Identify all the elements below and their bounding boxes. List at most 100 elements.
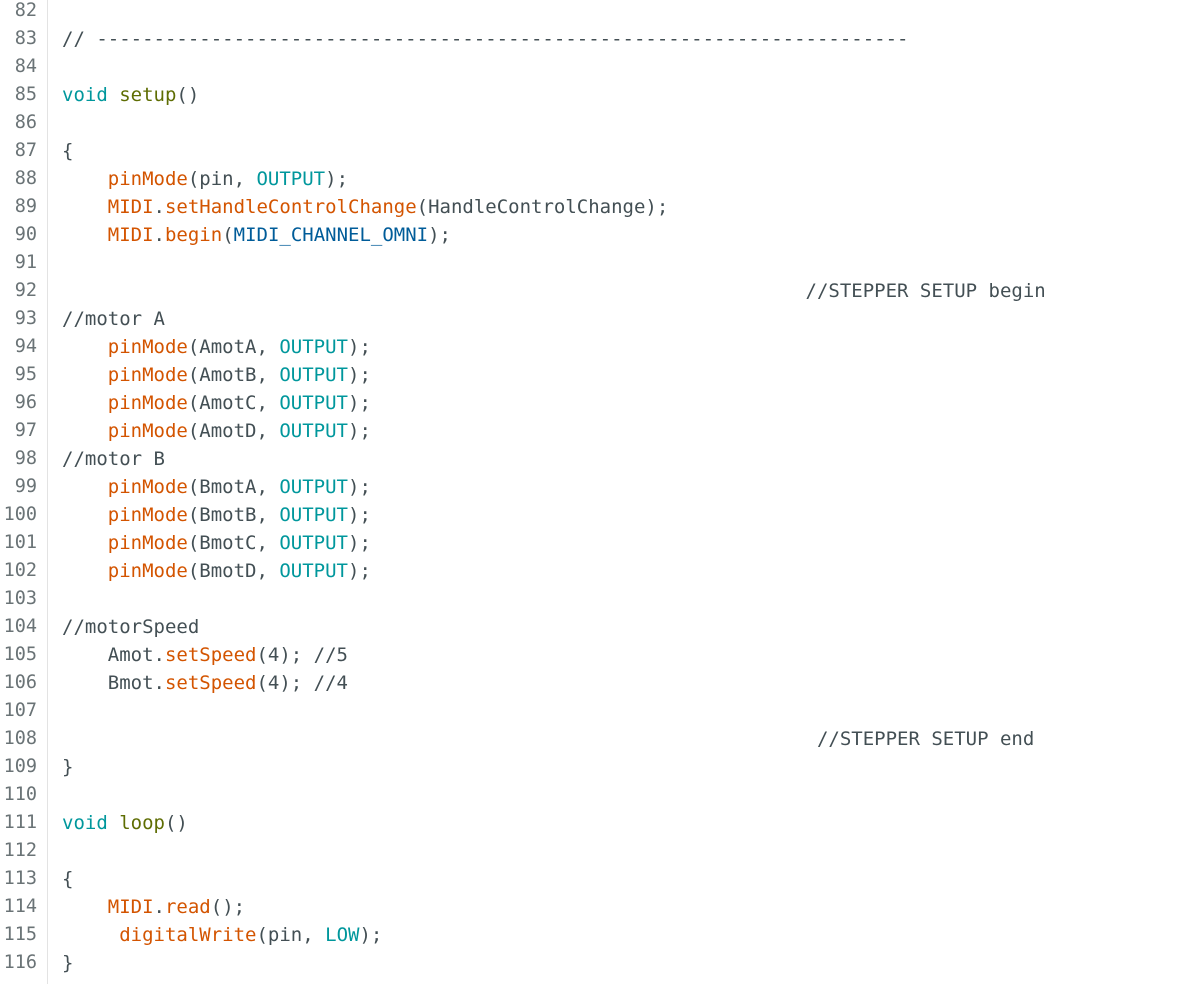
code-line[interactable]: 102 pinMode(BmotD, OUTPUT); [0, 557, 1202, 585]
code-token-plain: (); [210, 896, 246, 918]
line-code[interactable]: pinMode(BmotC, OUTPUT); [62, 529, 371, 557]
line-number: 96 [14, 392, 37, 413]
code-token-constant: OUTPUT [256, 168, 326, 190]
line-code[interactable]: Amot.setSpeed(4); //5 [62, 641, 348, 669]
line-number: 84 [14, 56, 37, 77]
code-token-plain: (HandleControlChange); [416, 196, 669, 218]
code-line[interactable]: 84 [0, 53, 1202, 81]
line-code[interactable]: pinMode(BmotB, OUTPUT); [62, 501, 371, 529]
code-token-plain [62, 504, 108, 526]
code-line[interactable]: 114 MIDI.read(); [0, 893, 1202, 921]
line-code[interactable]: // -------------------------------------… [62, 25, 908, 53]
code-line[interactable]: 93//motor A [0, 305, 1202, 333]
code-token-method: pinMode [107, 336, 188, 358]
code-token-plain [62, 420, 108, 442]
code-line[interactable]: 90 MIDI.begin(MIDI_CHANNEL_OMNI); [0, 221, 1202, 249]
code-line[interactable]: 89 MIDI.setHandleControlChange(HandleCon… [0, 193, 1202, 221]
line-code[interactable]: //motorSpeed [62, 613, 199, 641]
line-number: 100 [3, 504, 37, 525]
line-code[interactable]: MIDI.read(); [62, 893, 245, 921]
code-token-method: pinMode [107, 364, 188, 386]
code-line[interactable]: 99 pinMode(BmotA, OUTPUT); [0, 473, 1202, 501]
code-line[interactable]: 110 [0, 781, 1202, 809]
code-token-comment: //STEPPER SETUP begin [62, 280, 1046, 302]
code-token-plain: () [176, 84, 200, 106]
code-token-plain: () [164, 812, 188, 834]
code-line[interactable]: 109} [0, 753, 1202, 781]
line-code[interactable]: //STEPPER SETUP begin [62, 277, 1046, 305]
line-code[interactable]: } [62, 949, 73, 977]
code-line[interactable]: 108 //STEPPER SETUP end [0, 725, 1202, 753]
code-token-plain: (pin, [187, 168, 257, 190]
line-code[interactable]: pinMode(BmotA, OUTPUT); [62, 473, 371, 501]
code-line[interactable]: 101 pinMode(BmotC, OUTPUT); [0, 529, 1202, 557]
code-line[interactable]: 96 pinMode(AmotC, OUTPUT); [0, 389, 1202, 417]
code-line[interactable]: 91 [0, 249, 1202, 277]
code-token-plain: Bmot. [62, 672, 165, 694]
code-line[interactable]: 83// -----------------------------------… [0, 25, 1202, 53]
code-line[interactable]: 98 //motor B [0, 445, 1202, 473]
code-line[interactable]: 86 [0, 109, 1202, 137]
code-token-comment: //motor B [62, 448, 165, 470]
code-token-constant: OUTPUT [279, 420, 348, 442]
code-token-plain: ); [348, 392, 371, 414]
code-line[interactable]: 112 [0, 837, 1202, 865]
line-code[interactable]: } [62, 753, 73, 781]
line-code[interactable]: digitalWrite(pin, LOW); [62, 921, 382, 949]
line-code[interactable]: pinMode(AmotB, OUTPUT); [62, 361, 371, 389]
code-line[interactable]: 106 Bmot.setSpeed(4); //4 [0, 669, 1202, 697]
line-number: 98 [14, 448, 37, 469]
code-line[interactable]: 87{ [0, 137, 1202, 165]
line-code[interactable]: pinMode(AmotA, OUTPUT); [62, 333, 371, 361]
code-token-plain: ); [348, 532, 371, 554]
line-code[interactable]: Bmot.setSpeed(4); //4 [62, 669, 348, 697]
code-token-plain: ( [222, 224, 234, 246]
code-line[interactable]: 111 void loop() [0, 809, 1202, 837]
code-token-function: loop [119, 812, 165, 834]
code-token-method: pinMode [107, 560, 188, 582]
code-line[interactable]: 107 [0, 697, 1202, 725]
line-number: 111 [3, 812, 37, 833]
line-code[interactable]: MIDI.begin(MIDI_CHANNEL_OMNI); [62, 221, 451, 249]
code-line[interactable]: 113{ [0, 865, 1202, 893]
line-code[interactable]: //motor A [62, 305, 165, 333]
line-code[interactable]: pinMode(AmotC, OUTPUT); [62, 389, 371, 417]
line-code[interactable]: pinMode(pin, OUTPUT); [62, 165, 348, 193]
line-code[interactable]: { [62, 865, 73, 893]
code-line[interactable]: 92 //STEPPER SETUP begin [0, 277, 1202, 305]
code-token-constant: OUTPUT [279, 336, 348, 358]
code-token-plain: (BmotD, [187, 560, 280, 582]
line-number: 104 [3, 616, 37, 637]
code-token-method: pinMode [107, 168, 188, 190]
code-line[interactable]: 105 Amot.setSpeed(4); //5 [0, 641, 1202, 669]
code-line[interactable]: 115 digitalWrite(pin, LOW); [0, 921, 1202, 949]
code-line[interactable]: 88 pinMode(pin, OUTPUT); [0, 165, 1202, 193]
code-line[interactable]: 97 pinMode(AmotD, OUTPUT); [0, 417, 1202, 445]
line-number: 116 [3, 952, 37, 973]
line-code[interactable]: pinMode(BmotD, OUTPUT); [62, 557, 371, 585]
code-line[interactable]: 116} [0, 949, 1202, 977]
line-code[interactable]: void loop() [62, 809, 188, 837]
code-line[interactable]: 94 pinMode(AmotA, OUTPUT); [0, 333, 1202, 361]
line-number: 90 [14, 224, 37, 245]
line-code[interactable]: { [62, 137, 73, 165]
line-code[interactable]: //motor B [62, 445, 165, 473]
line-code[interactable]: MIDI.setHandleControlChange(HandleContro… [62, 193, 669, 221]
code-line[interactable]: 95 pinMode(AmotB, OUTPUT); [0, 361, 1202, 389]
code-token-object: MIDI [107, 196, 154, 218]
code-token-method: setHandleControlChange [164, 196, 417, 218]
line-code[interactable]: //STEPPER SETUP end [62, 725, 1034, 753]
line-code[interactable]: pinMode(AmotD, OUTPUT); [62, 417, 371, 445]
code-token-constant: OUTPUT [279, 476, 348, 498]
line-number: 92 [14, 280, 37, 301]
code-line[interactable]: 104 //motorSpeed [0, 613, 1202, 641]
code-line[interactable]: 82 [0, 0, 1202, 25]
code-token-plain [62, 560, 108, 582]
code-token-plain [62, 924, 119, 946]
code-line[interactable]: 103 [0, 585, 1202, 613]
line-code[interactable]: void setup() [62, 81, 199, 109]
code-token-plain: ); [348, 504, 371, 526]
code-line[interactable]: 100 pinMode(BmotB, OUTPUT); [0, 501, 1202, 529]
